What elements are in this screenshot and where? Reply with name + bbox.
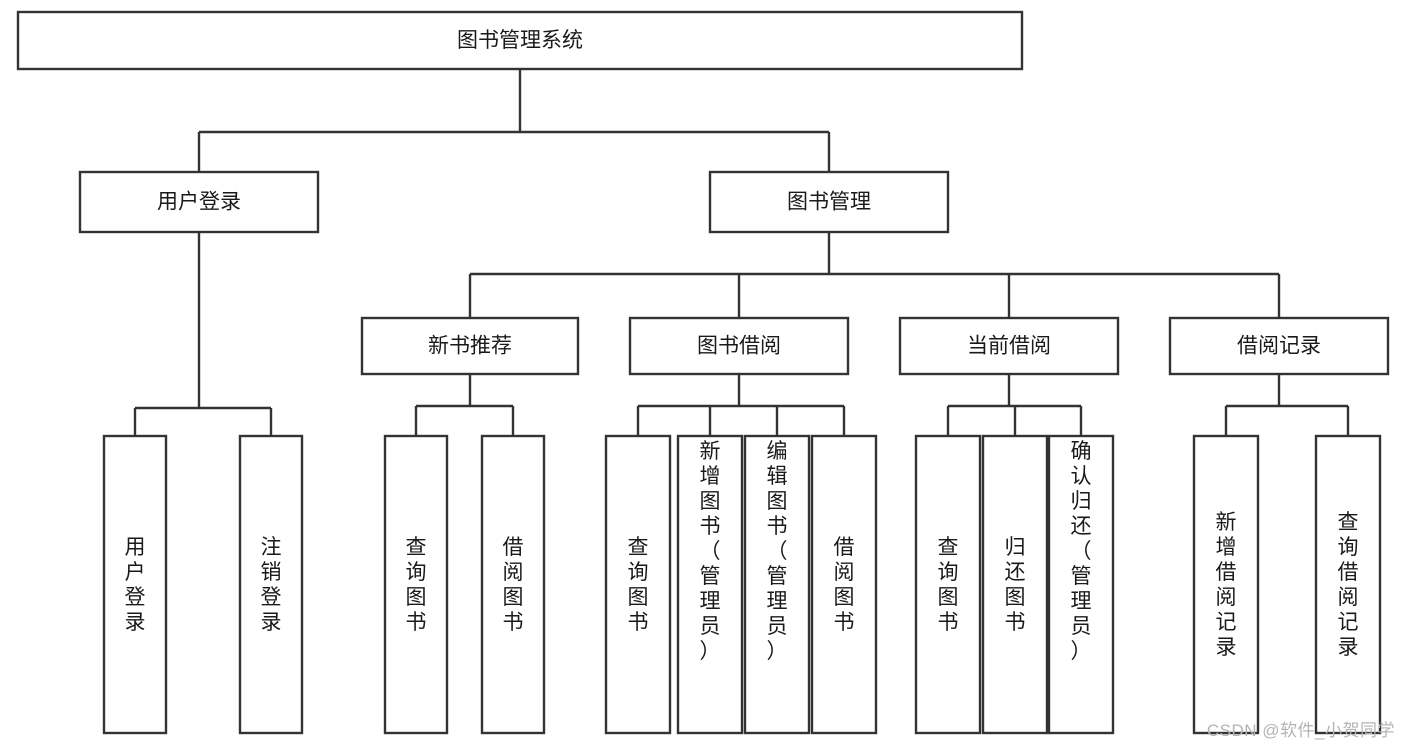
leaf-node[interactable]: 注销登录 <box>238 434 304 735</box>
csdn-watermark: CSDN @软件_小贺同学 <box>1206 721 1395 740</box>
leaf-node[interactable]: 新增借阅记录 <box>1192 434 1260 735</box>
leaf-node[interactable]: 查询图书 <box>914 434 982 735</box>
root-node-book-management-system-label: 图书管理系统 <box>457 29 583 52</box>
leaf-node[interactable]: 编辑图书（管理员） <box>743 434 811 735</box>
node-category-3-label: 当前借阅 <box>967 335 1051 358</box>
leaf-node-label: 借阅图书 <box>834 536 855 634</box>
node-user-login[interactable]: 用户登录 <box>78 170 320 234</box>
node-category-1[interactable]: 新书推荐 <box>360 316 580 376</box>
node-category-2-label: 图书借阅 <box>697 335 781 358</box>
leaf-node-label: 查询图书 <box>628 536 649 634</box>
leaf-node[interactable]: 确认归还（管理员） <box>1047 434 1115 735</box>
leaf-node[interactable]: 新增图书（管理员） <box>676 434 744 735</box>
node-user-login-label: 用户登录 <box>157 191 241 214</box>
leaf-node-label: 查询图书 <box>938 536 959 634</box>
node-category-1-label: 新书推荐 <box>428 335 512 358</box>
connector-edges <box>130 69 1353 446</box>
leaf-node-label: 新增图书（管理员） <box>700 440 721 663</box>
node-category-4-label: 借阅记录 <box>1237 335 1321 358</box>
leaf-node-label: 归还图书 <box>1005 536 1026 634</box>
leaf-node[interactable]: 用户登录 <box>102 434 168 735</box>
leaf-node[interactable]: 查询借阅记录 <box>1314 434 1382 735</box>
node-book-management[interactable]: 图书管理 <box>708 170 950 234</box>
leaf-node[interactable]: 借阅图书 <box>810 434 878 735</box>
leaf-node-label: 确认归还（管理员） <box>1071 440 1092 663</box>
leaf-node[interactable]: 归还图书 <box>981 434 1049 735</box>
leaf-node-label: 编辑图书（管理员） <box>767 440 788 663</box>
leaf-node-label: 查询借阅记录 <box>1338 511 1359 659</box>
node-boxes: 图书管理系统用户登录图书管理新书推荐图书借阅当前借阅借阅记录用户登录注销登录查询… <box>16 10 1390 735</box>
root-node-book-management-system[interactable]: 图书管理系统 <box>16 10 1024 71</box>
leaf-node[interactable]: 查询图书 <box>383 434 449 735</box>
node-category-3[interactable]: 当前借阅 <box>898 316 1120 376</box>
leaf-node-label: 注销登录 <box>261 536 282 634</box>
leaf-node-label: 查询图书 <box>406 536 427 634</box>
node-category-2[interactable]: 图书借阅 <box>628 316 850 376</box>
leaf-node-label: 新增借阅记录 <box>1216 511 1237 659</box>
leaf-node-label: 借阅图书 <box>503 536 524 634</box>
leaf-node[interactable]: 借阅图书 <box>480 434 546 735</box>
node-book-management-label: 图书管理 <box>787 191 871 214</box>
node-category-4[interactable]: 借阅记录 <box>1168 316 1390 376</box>
leaf-node-label: 用户登录 <box>125 536 146 634</box>
leaf-node[interactable]: 查询图书 <box>604 434 672 735</box>
